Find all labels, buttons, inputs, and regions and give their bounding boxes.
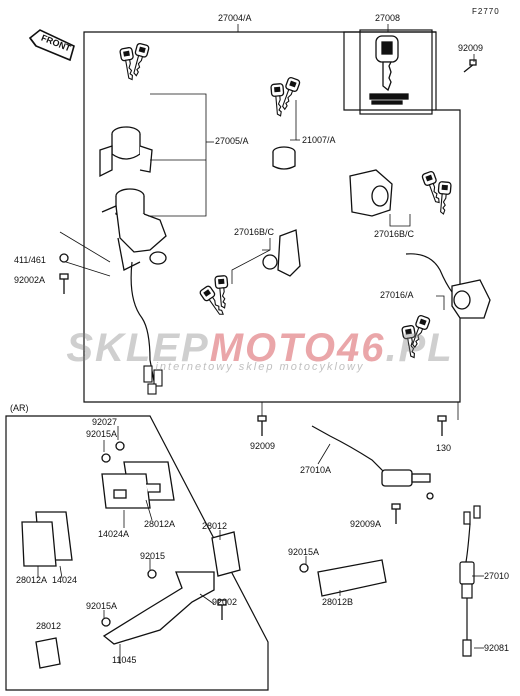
ignition-cylinder-part [99,126,153,178]
label-92009A: 92009A [350,519,382,529]
label-27010: 27010 [484,571,510,581]
reflector-28012B [317,559,387,597]
label-11045: 11045 [112,655,137,665]
switch-27010 [459,505,481,657]
seat-lock-right [349,169,393,217]
switch-wires-27010A [311,425,387,475]
bracket-14024A [101,473,161,509]
label-27004A: 27004/A [218,13,252,23]
figure-code: F2770 [472,7,500,16]
label-27010A: 27010A [300,465,332,475]
label-28012A-left: 28012A [16,575,48,585]
label-92015A-top: 92015A [86,429,118,439]
key-pair-right [420,170,452,216]
label-27008: 27008 [375,13,401,23]
label-28012A-mid: 28012A [144,519,176,529]
watermark-brand: SKLEPMOTO46.PL [0,328,520,368]
label-28012B: 28012B [322,597,354,607]
label-92081: 92081 [484,643,510,653]
label-27016A: 27016/A [380,290,414,300]
label-92009-left: 92009 [250,441,276,451]
ignition-switch-body [101,188,167,271]
watermark-brand-suffix: .PL [385,326,454,370]
front-arrow-icon [28,29,75,62]
bracket-11045 [102,571,215,645]
label-14024A: 14024A [98,529,130,539]
label-92027: 92027 [92,417,118,427]
reflector-28012A-left [21,511,73,567]
reflector-28012-low [35,637,61,669]
label-28012-low: 28012 [36,621,62,631]
screw-icon [59,59,477,620]
connector-cluster [143,365,163,395]
label-27005A: 27005/A [215,136,249,146]
reflector-28012-mid [211,531,241,577]
ignition-wire-harness [130,261,157,393]
label-92015A-right: 92015A [288,547,320,557]
label-27016BC-mid: 27016B/C [234,227,275,237]
lock-cylinder-27016A [451,279,491,319]
watermark-brand-gray: SKLEP [66,326,210,370]
label-27016BC-right: 27016B/C [374,229,415,239]
label-92002: 92002 [212,597,238,607]
leader-lines [37,24,484,664]
watermark-tagline: internetowy sklep motocyklowy [155,361,365,373]
label-92002A: 92002A [14,275,46,285]
key-blank-icon [369,35,409,105]
label-28012-mid: 28012 [202,521,228,531]
watermark-brand-red: MOTO46 [209,326,386,370]
label-14024: 14024 [52,575,78,585]
lock-cable [405,253,453,293]
switch-27010A [381,469,434,500]
label-92015: 92015 [140,551,166,561]
lock-cylinder-mid [262,229,301,277]
ar-label: (AR) [10,403,29,413]
label-92009-top: 92009 [458,43,484,53]
label-130: 130 [436,443,452,453]
lock-cylinder-21007 [272,146,296,170]
key-pair-top [119,42,151,82]
key-pair-mid [198,274,231,319]
key-blank-box [359,29,433,115]
label-411-461: 411/461 [14,255,46,265]
main-kit-frame-inner [343,31,436,111]
ar-kit-frame [5,415,269,691]
label-21007A: 21007/A [302,135,336,145]
label-92015A-low: 92015A [86,601,118,611]
nut-icon [59,253,309,627]
